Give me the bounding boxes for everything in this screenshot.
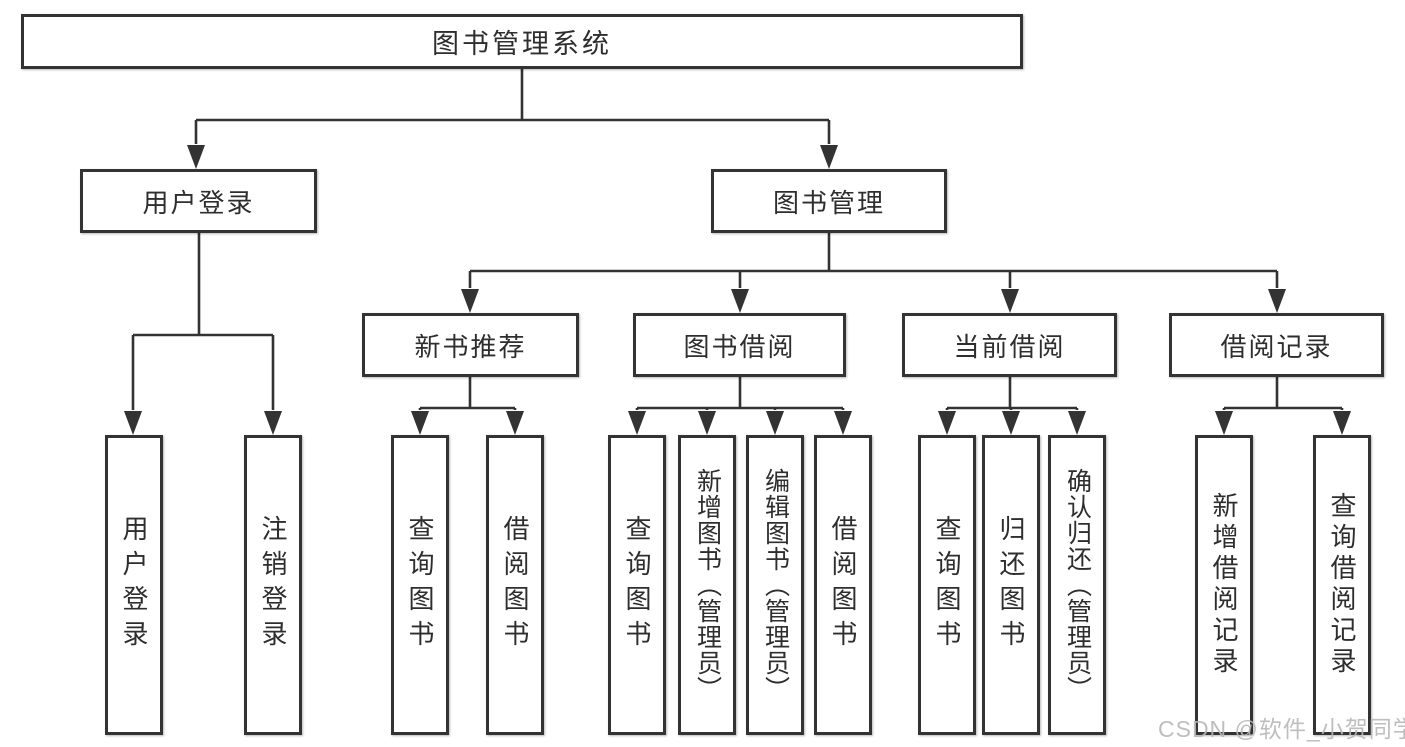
leaf-query-book-recommend: 查询图书 [391, 435, 449, 735]
leaf-edit-book-admin-label: 编辑图书（管理员） [761, 468, 790, 702]
node-book-borrowing-label: 图书借阅 [683, 331, 796, 362]
node-new-book-recommend-label: 新书推荐 [414, 331, 527, 362]
leaf-borrow-book-recommend-label: 借阅图书 [500, 515, 530, 655]
node-library-system: 图书管理系统 [21, 14, 1023, 69]
node-borrow-records-label: 借阅记录 [1220, 331, 1333, 362]
leaf-logout: 注销登录 [244, 435, 302, 735]
leaf-confirm-return-admin-label: 确认归还（管理员） [1063, 468, 1092, 702]
leaf-logout-label: 注销登录 [258, 515, 288, 655]
leaf-query-book-current-label: 查询图书 [932, 515, 962, 655]
leaf-query-borrow-record-label: 查询借阅记录 [1327, 492, 1357, 678]
leaf-query-book-recommend-label: 查询图书 [405, 515, 435, 655]
node-user-login-branch-label: 用户登录 [142, 187, 255, 218]
watermark: CSDN @软件_小贺同学 [1158, 716, 1405, 742]
leaf-borrow-book-recommend: 借阅图书 [486, 435, 544, 735]
node-book-management: 图书管理 [711, 169, 947, 233]
node-library-system-label: 图书管理系统 [432, 29, 612, 59]
leaf-query-book-current: 查询图书 [918, 435, 976, 735]
leaf-user-login-label: 用户登录 [119, 515, 149, 655]
leaf-query-book-borrowing: 查询图书 [608, 435, 666, 735]
node-current-borrowing: 当前借阅 [902, 313, 1117, 377]
leaf-add-borrow-record: 新增借阅记录 [1195, 435, 1253, 735]
leaf-edit-book-admin: 编辑图书（管理员） [746, 435, 804, 735]
leaf-query-borrow-record: 查询借阅记录 [1313, 435, 1371, 735]
leaf-confirm-return-admin: 确认归还（管理员） [1048, 435, 1106, 735]
leaf-add-book-admin-label: 新增图书（管理员） [693, 468, 722, 702]
leaf-add-borrow-record-label: 新增借阅记录 [1209, 492, 1239, 678]
node-current-borrowing-label: 当前借阅 [953, 331, 1066, 362]
node-borrow-records: 借阅记录 [1169, 313, 1384, 377]
leaf-return-book: 归还图书 [982, 435, 1040, 735]
node-book-management-label: 图书管理 [772, 187, 885, 218]
leaf-return-book-label: 归还图书 [996, 515, 1026, 655]
node-user-login-branch: 用户登录 [80, 169, 317, 233]
leaf-borrow-book: 借阅图书 [814, 435, 872, 735]
leaf-user-login: 用户登录 [105, 435, 163, 735]
leaf-query-book-borrowing-label: 查询图书 [622, 515, 652, 655]
leaf-borrow-book-label: 借阅图书 [828, 515, 858, 655]
node-book-borrowing: 图书借阅 [633, 313, 846, 377]
node-new-book-recommend: 新书推荐 [362, 313, 579, 377]
leaf-add-book-admin: 新增图书（管理员） [678, 435, 736, 735]
